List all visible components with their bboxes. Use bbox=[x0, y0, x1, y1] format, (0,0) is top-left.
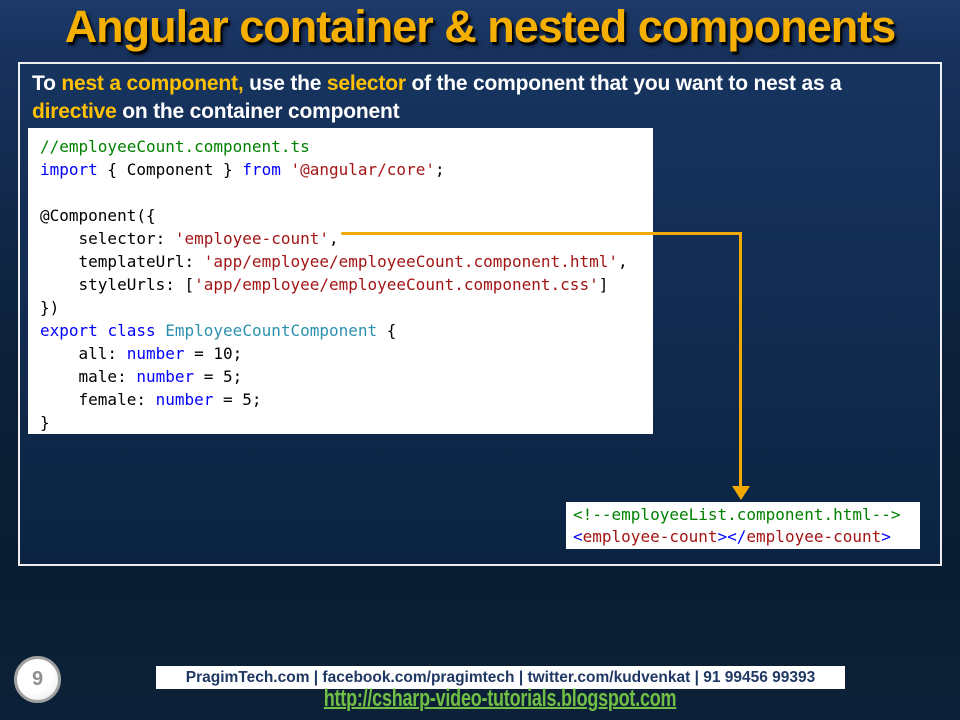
plain-text: use the bbox=[243, 72, 327, 95]
connector-arrow-horizontal bbox=[341, 232, 742, 235]
code-line: }) bbox=[40, 298, 60, 317]
code-line: female: number = 5; bbox=[40, 390, 262, 409]
contact-bar: PragimTech.com | facebook.com/pragimtech… bbox=[156, 666, 845, 689]
typescript-code-block: //employeeCount.component.ts import { Com… bbox=[28, 128, 653, 434]
code-line: @Component({ bbox=[40, 206, 156, 225]
code-line bbox=[40, 181, 653, 204]
highlighted-text: nest a component, bbox=[61, 72, 244, 95]
arrow-down-icon bbox=[732, 486, 750, 500]
page-number: 9 bbox=[31, 668, 44, 690]
code-line: } bbox=[40, 413, 50, 432]
html-usage-code-block: <!--employeeList.component.html--> <emplo… bbox=[566, 502, 920, 549]
content-panel: To nest a component, use the selector of… bbox=[18, 62, 942, 566]
description-text: To nest a component, use the selector of… bbox=[32, 70, 917, 126]
code-line: <!--employeeList.component.html--> bbox=[573, 505, 901, 524]
code-line: all: number = 10; bbox=[40, 344, 243, 363]
slide-title: Angular container & nested components bbox=[64, 1, 897, 52]
code-line: male: number = 5; bbox=[40, 367, 243, 386]
plain-text: of the component that you want to nest a… bbox=[405, 72, 842, 95]
highlighted-text: directive bbox=[32, 100, 117, 123]
code-line: import { Component } from '@angular/core… bbox=[40, 160, 445, 179]
code-line: styleUrls: ['app/employee/employeeCount.… bbox=[40, 275, 609, 294]
code-line: //employeeCount.component.ts bbox=[40, 137, 310, 156]
code-line: <employee-count></employee-count> bbox=[573, 526, 891, 546]
site-url-container: http://csharp-video-tutorials.blogspot.c… bbox=[130, 685, 870, 713]
code-line: templateUrl: 'app/employee/employeeCount… bbox=[40, 252, 628, 271]
plain-text: To bbox=[32, 72, 62, 95]
code-line: export class EmployeeCountComponent { bbox=[40, 321, 397, 340]
connector-arrow-vertical bbox=[739, 232, 742, 488]
plain-text: on the container component bbox=[116, 100, 400, 123]
site-url-link[interactable]: http://csharp-video-tutorials.blogspot.c… bbox=[323, 685, 677, 712]
code-line: selector: 'employee-count', bbox=[40, 229, 339, 248]
page-number-badge: 9 bbox=[14, 656, 61, 703]
highlighted-text: selector bbox=[326, 72, 406, 95]
